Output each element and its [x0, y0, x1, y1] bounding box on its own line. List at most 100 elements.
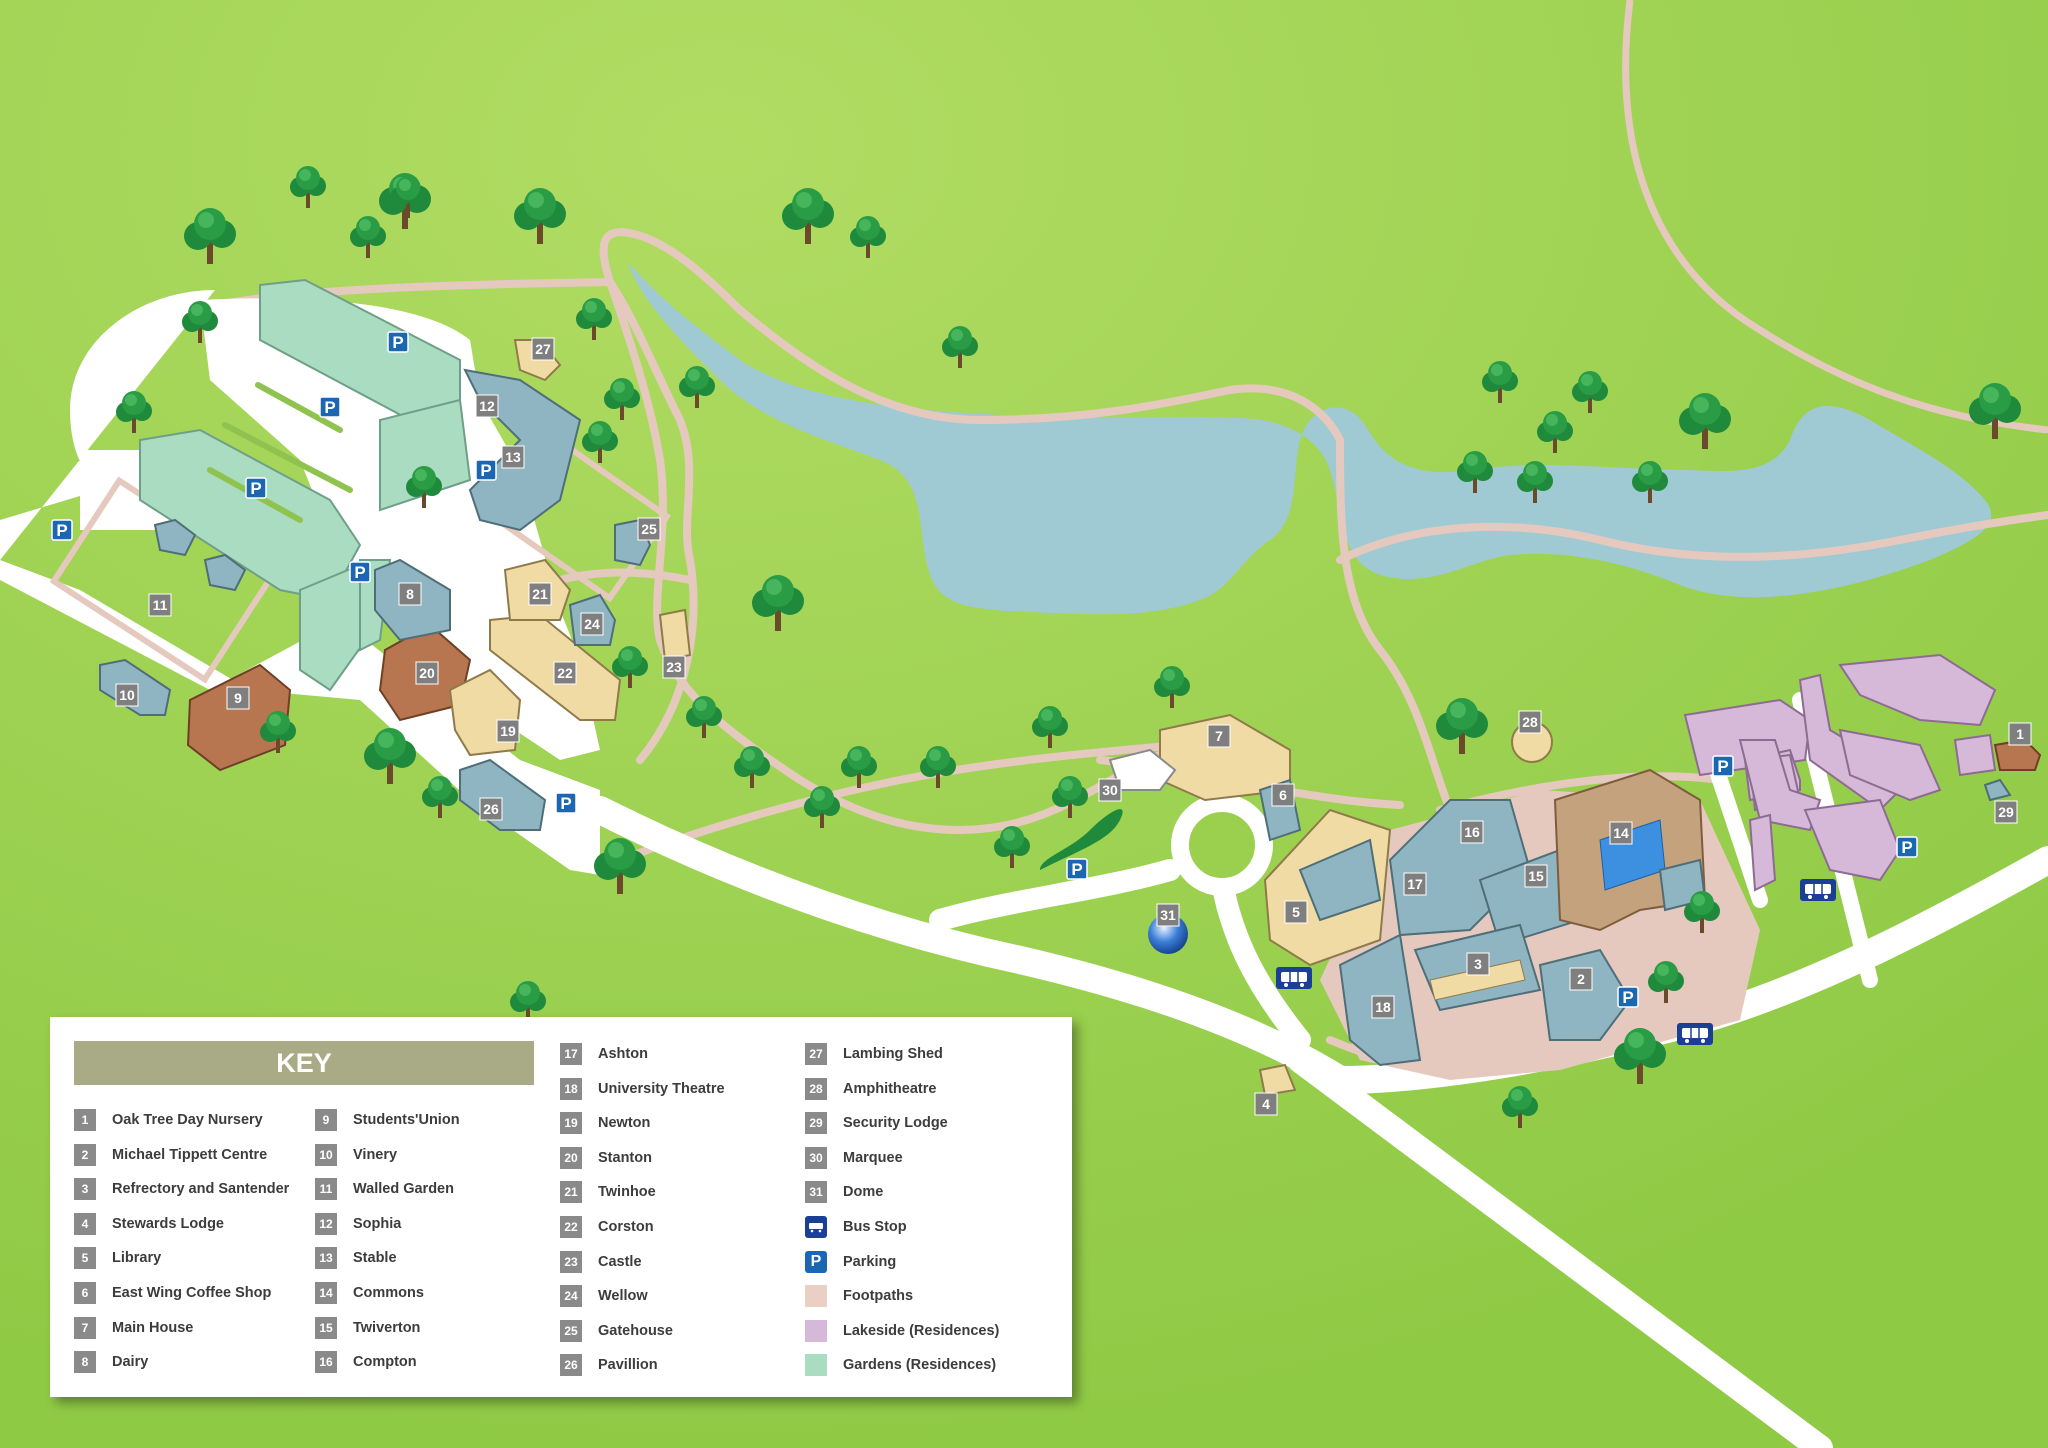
building-marker-3[interactable]: 3 [1466, 952, 1490, 976]
building-marker-27[interactable]: 27 [531, 337, 555, 361]
key-label: Lambing Shed [843, 1046, 943, 1062]
key-number-badge: 21 [560, 1181, 582, 1204]
marker-number: 19 [500, 723, 516, 739]
marker-number: 5 [1292, 904, 1300, 920]
key-number-badge: 12 [315, 1212, 337, 1235]
key-label: Wellow [598, 1288, 648, 1305]
parking-icon[interactable]: P [1617, 986, 1639, 1008]
key-label: Newton [598, 1115, 651, 1132]
key-number-badge: 31 [805, 1181, 827, 1204]
building-marker-15[interactable]: 15 [1524, 864, 1548, 888]
students-union-building [186, 663, 292, 772]
building-marker-5[interactable]: 5 [1284, 900, 1308, 924]
building-marker-28[interactable]: 28 [1518, 710, 1542, 734]
key-label: Amphitheatre [843, 1080, 937, 1097]
roads [586, 692, 2048, 1448]
key-number-badge: 16 [315, 1351, 337, 1374]
key-number-badge: 27 [805, 1043, 827, 1065]
building-marker-19[interactable]: 19 [496, 719, 520, 743]
parking-icon[interactable]: P [1896, 836, 1918, 858]
marker-number: 20 [419, 665, 435, 681]
building-marker-26[interactable]: 26 [479, 797, 503, 821]
building-marker-10[interactable]: 10 [115, 683, 139, 707]
key-label: Main House [112, 1319, 194, 1336]
parking-icon[interactable]: P [51, 519, 73, 541]
bus-stop-icon[interactable] [1676, 1022, 1714, 1046]
parking-icon[interactable]: P [319, 396, 341, 418]
building-marker-2[interactable]: 2 [1569, 967, 1593, 991]
key-legend-label: Parking [843, 1253, 897, 1270]
building-marker-11[interactable]: 11 [148, 593, 172, 617]
marker-number: 27 [535, 341, 551, 357]
building-marker-31[interactable]: 31 [1156, 903, 1180, 927]
parking-letter: P [1622, 988, 1633, 1007]
building-marker-25[interactable]: 25 [637, 517, 661, 541]
building-marker-16[interactable]: 16 [1460, 820, 1484, 844]
parking-letter: P [1901, 838, 1912, 857]
building-marker-13[interactable]: 13 [501, 445, 525, 469]
michael-tippett-building [1538, 948, 1632, 1041]
building-marker-8[interactable]: 8 [398, 582, 422, 606]
key-number-badge: 8 [74, 1351, 96, 1374]
key-number-badge: 1 [74, 1109, 96, 1131]
key-legend-footpaths-swatch: Footpaths [805, 1283, 913, 1309]
bus-stop-icon[interactable] [1275, 966, 1313, 990]
building-marker-30[interactable]: 30 [1098, 778, 1122, 802]
key-label: East Wing Coffee Shop [112, 1285, 272, 1301]
parking-markers: P P P P P P P P P P P [51, 331, 1918, 1008]
parking-icon[interactable]: P [1066, 858, 1088, 880]
marker-number: 16 [1464, 824, 1480, 840]
parking-icon[interactable]: P [555, 792, 577, 814]
building-marker-29[interactable]: 29 [1994, 800, 2018, 824]
parking-icon[interactable]: P [1712, 755, 1734, 777]
building-marker-20[interactable]: 20 [415, 661, 439, 685]
building-marker-23[interactable]: 23 [662, 655, 686, 679]
key-number-badge: 9 [315, 1109, 337, 1131]
marker-number: 1 [2016, 726, 2024, 742]
parking-icon[interactable]: P [349, 561, 371, 583]
parking-icon[interactable]: P [475, 459, 497, 481]
key-number-badge: 2 [74, 1143, 96, 1166]
building-marker-9[interactable]: 9 [226, 686, 250, 710]
building-marker-6[interactable]: 6 [1271, 783, 1295, 807]
building-marker-17[interactable]: 17 [1403, 872, 1427, 896]
building-marker-14[interactable]: 14 [1609, 821, 1633, 845]
key-legend-lakeside-residences-swatch: Lakeside (Residences) [805, 1318, 999, 1344]
parking-icon[interactable]: P [387, 331, 409, 353]
roundabout [1171, 794, 1273, 896]
marker-number: 22 [557, 665, 573, 681]
key-label: Corston [598, 1219, 654, 1235]
building-marker-18[interactable]: 18 [1371, 995, 1395, 1019]
building-marker-22[interactable]: 22 [553, 661, 577, 685]
key-number-badge: 26 [560, 1354, 582, 1377]
key-number-badge: 4 [74, 1212, 96, 1235]
building-marker-4[interactable]: 4 [1254, 1092, 1278, 1116]
key-label: Gatehouse [598, 1322, 673, 1339]
building-marker-1[interactable]: 1 [2008, 722, 2032, 746]
building-marker-24[interactable]: 24 [580, 612, 604, 636]
building-marker-12[interactable]: 12 [475, 394, 499, 418]
building-marker-7[interactable]: 7 [1207, 724, 1231, 748]
key-label: Twinhoe [598, 1184, 656, 1201]
bus-stop-icon[interactable] [1799, 878, 1837, 902]
parking-icon[interactable]: P [245, 477, 267, 499]
parking-letter: P [354, 563, 365, 582]
key-label: Library [112, 1250, 162, 1267]
building-marker-21[interactable]: 21 [528, 582, 552, 606]
key-legend-label: Bus Stop [843, 1219, 907, 1235]
parking-letter: P [560, 794, 571, 813]
